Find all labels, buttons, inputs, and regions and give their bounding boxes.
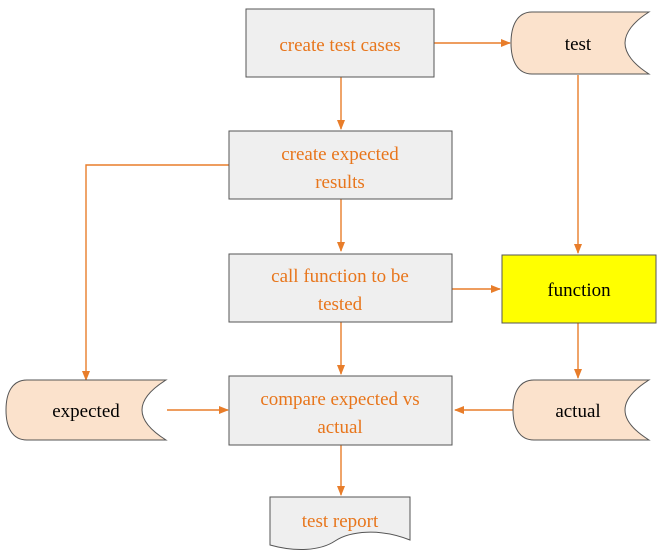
node-create-test-cases: create test cases (245, 8, 435, 78)
node-expected-data: expected (5, 379, 168, 441)
node-call-function-label-line2: tested (318, 294, 363, 315)
node-create-expected-results-label-line1: create expected (281, 144, 399, 165)
node-function: function (501, 254, 657, 324)
edge-create-expected-to-expected (82, 164, 229, 381)
node-test-report-label: test report (302, 511, 379, 532)
node-actual-data: actual (512, 379, 651, 441)
node-call-function-label-line1: call function to be (271, 266, 409, 287)
node-actual-data-label: actual (555, 401, 600, 422)
node-compare-label-line2: actual (317, 417, 362, 438)
node-expected-data-label: expected (52, 401, 120, 422)
node-test-report: test report (269, 496, 411, 551)
node-create-expected-results-label-line2: results (315, 172, 365, 193)
node-call-function: call function to be tested (228, 253, 453, 323)
edges (82, 39, 582, 496)
node-function-label: function (547, 280, 611, 301)
node-test-data: test (510, 11, 651, 75)
node-compare-label-line1: compare expected vs (260, 389, 419, 410)
node-compare: compare expected vs actual (228, 375, 453, 446)
node-create-expected-results: create expected results (228, 130, 453, 200)
node-test-data-label: test (565, 34, 592, 55)
node-create-test-cases-label: create test cases (279, 35, 400, 56)
